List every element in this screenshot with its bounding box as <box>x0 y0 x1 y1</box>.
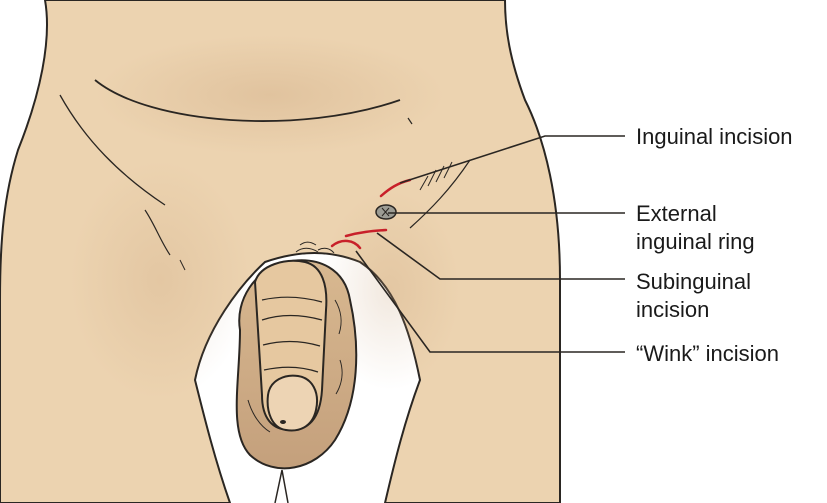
leader-wink <box>355 250 625 353</box>
label-subinguinal-line2: incision <box>636 297 710 322</box>
label-external-ring-line2: inguinal ring <box>636 229 755 254</box>
leader-subinguinal <box>376 232 625 280</box>
leader-inguinal <box>399 135 625 184</box>
label-subinguinal-line1: Subinguinal <box>636 269 751 294</box>
glans <box>266 374 318 432</box>
subinguinal-incision-mark <box>344 228 388 238</box>
label-external-ring-line1: External <box>636 201 717 226</box>
label-inguinal-incision: Inguinal incision <box>636 124 793 149</box>
label-wink-incision: “Wink” incision <box>636 341 780 366</box>
wink-incision-mark <box>330 239 362 250</box>
